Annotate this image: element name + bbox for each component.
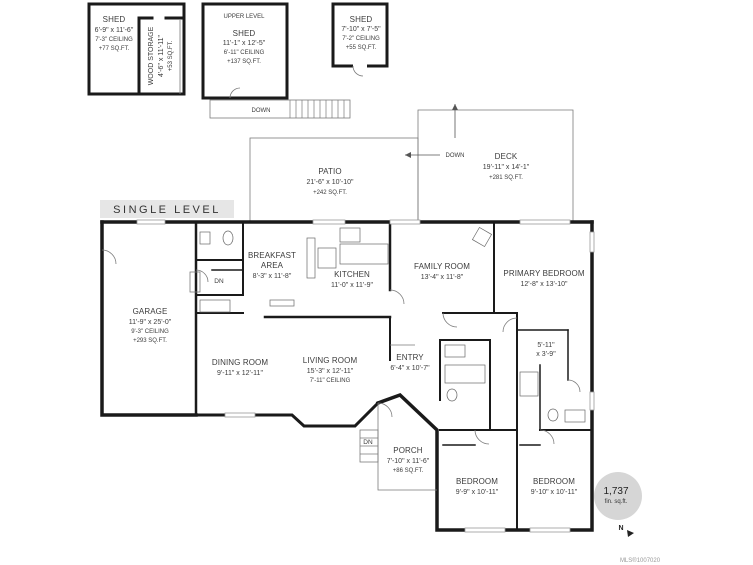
shed-2-dim: 11'-1" x 12'-5" — [223, 40, 266, 47]
wood-storage-name: WOOD STORAGE — [148, 26, 155, 85]
family-room-name: FAMILY ROOM — [414, 262, 470, 271]
garage-name: GARAGE — [133, 307, 168, 316]
bedroom-3-name: BEDROOM — [533, 477, 575, 486]
level-label: SINGLE LEVEL — [113, 204, 221, 216]
shed-2-area: +137 SQ.FT. — [227, 59, 261, 65]
porch-area: +86 SQ.FT. — [393, 468, 424, 474]
shed-3-name: SHED — [350, 15, 373, 24]
level-banner — [100, 200, 234, 218]
closet-dim-1: 5'-11" — [537, 342, 555, 349]
deck-area: +281 SQ.FT. — [489, 175, 523, 181]
dining-room-dim: 9'-11" x 12'-11" — [217, 370, 263, 377]
shed-2-level: UPPER LEVEL — [223, 14, 265, 20]
primary-bedroom-dim: 12'-8" x 13'-10" — [521, 281, 568, 288]
shed-2-ceiling: 6'-11" CEILING — [224, 50, 265, 56]
patio-name: PATIO — [318, 167, 341, 176]
kitchen-dim: 11'-0" x 11'-9" — [331, 282, 374, 289]
wood-storage-area: +53 SQ.FT. — [168, 40, 174, 71]
garage-stair-label: DN — [214, 278, 224, 285]
garage-ceiling: 9'-3" CEILING — [131, 329, 169, 335]
primary-bedroom-name: PRIMARY BEDROOM — [503, 269, 584, 278]
north-marker: N — [618, 525, 623, 532]
shed-1-dim: 6'-9" x 11'-6" — [95, 27, 134, 34]
north-arrow-icon — [627, 530, 634, 537]
breakfast-dim: 8'-3" x 11'-8" — [253, 273, 292, 280]
shed-1-name: SHED — [103, 15, 126, 24]
shed-1-ceiling: 7'-3" CEILING — [95, 37, 133, 43]
living-room-ceiling: 7'-11" CEILING — [310, 378, 351, 384]
living-room-dim: 15'-3" x 12'-11" — [307, 368, 354, 375]
fixtures — [189, 226, 586, 423]
closet-dim-2: x 3'-9" — [536, 351, 556, 358]
shed-3-area: +55 SQ.FT. — [346, 45, 377, 51]
area-total: 1,737 — [603, 486, 628, 497]
house-exterior-walls — [100, 220, 594, 532]
breakfast-name-2: AREA — [261, 261, 284, 270]
shed-3-dim: 7'-10" x 7'-5" — [341, 26, 381, 33]
porch-dim: 7'-10" x 11'-6" — [387, 458, 430, 465]
bedroom-3-dim: 9'-10" x 10'-11" — [531, 489, 578, 496]
shed-2-name: SHED — [233, 29, 256, 38]
shed-1 — [87, 2, 186, 96]
mls-watermark: MLS®1007020 — [620, 557, 661, 564]
deck-dim: 19'-11" x 14'-1" — [483, 164, 530, 171]
bedroom-2-name: BEDROOM — [456, 477, 498, 486]
family-room-dim: 13'-4" x 11'-8" — [421, 274, 464, 281]
area-badge — [594, 472, 642, 520]
garage-area: +293 SQ.FT. — [133, 338, 167, 344]
breakfast-name-1: BREAKFAST — [248, 251, 296, 260]
area-unit: fin. sq.ft. — [605, 499, 628, 505]
shed-3-ceiling: 7'-2" CEILING — [342, 36, 380, 42]
patio-area: +242 SQ.FT. — [313, 190, 347, 196]
shed-2-stair-label: DOWN — [252, 108, 271, 114]
dining-room-name: DINING ROOM — [212, 358, 268, 367]
windows — [136, 219, 595, 533]
bedroom-2-dim: 9'-9" x 10'-11" — [456, 489, 499, 496]
shed-3 — [331, 2, 389, 77]
shed-1-area: +77 SQ.FT. — [99, 46, 130, 52]
kitchen-name: KITCHEN — [334, 270, 370, 279]
deck-name: DECK — [495, 152, 518, 161]
deck-stair-label: DOWN — [446, 153, 465, 159]
house-interior-walls — [195, 220, 593, 531]
porch-name: PORCH — [393, 446, 423, 455]
entry-dim: 6'-4" x 10'-7" — [390, 365, 430, 372]
shed-2 — [201, 2, 351, 119]
porch-outline — [359, 403, 437, 491]
doors — [101, 249, 581, 445]
garage-dim: 11'-9" x 25'-0" — [129, 319, 172, 326]
living-room-name: LIVING ROOM — [303, 356, 358, 365]
wood-storage-dim: 4'-6" x 11'-11" — [158, 34, 165, 77]
patio-deck-outline — [249, 104, 574, 223]
porch-stair-label: DN — [363, 439, 373, 446]
patio-dim: 21'-6" x 10'-10" — [307, 179, 354, 186]
entry-name: ENTRY — [396, 353, 424, 362]
